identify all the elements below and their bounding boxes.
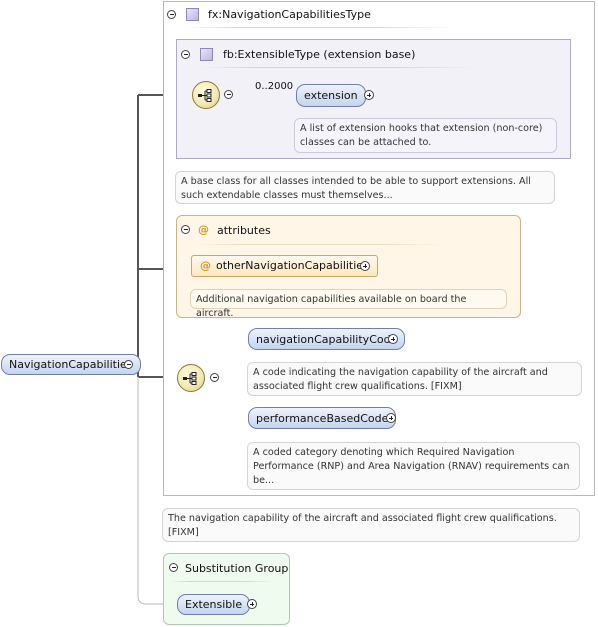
attribute-expand-icon[interactable] — [360, 261, 370, 271]
extension-base-divider — [198, 67, 478, 68]
type-title-divider — [185, 27, 455, 28]
substitution-group-divider — [170, 581, 275, 582]
element-extensible-label: Extensible — [185, 598, 243, 611]
attribute-documentation: Additional navigation capabilities avail… — [190, 289, 507, 319]
element-extension-label: extension — [304, 89, 358, 102]
attribute-othernavigationcapabilities[interactable]: @ otherNavigationCapabilities — [191, 255, 378, 277]
element-extension[interactable]: extension — [296, 84, 366, 107]
type-title: fx:NavigationCapabilitiesType — [208, 8, 371, 21]
sequence-compositor-icon[interactable] — [177, 364, 205, 392]
element-performancebasedcode-label: performanceBasedCode — [256, 412, 389, 425]
attributes-at-icon: @ — [198, 223, 209, 236]
occurrence-label: 0..2000 — [255, 81, 294, 92]
sequence-compositor-icon[interactable] — [192, 81, 220, 109]
sequence-collapse-icon[interactable] — [210, 373, 219, 382]
type-collapse-icon[interactable] — [167, 10, 176, 19]
extension-documentation-text: A list of extension hooks that extension… — [300, 123, 543, 148]
extension-base-documentation-text: A base class for all classes intended to… — [181, 176, 531, 201]
extensible-expand-icon[interactable] — [247, 599, 257, 609]
performancebasedcode-documentation-text: A coded category denoting which Required… — [253, 447, 570, 486]
attributes-divider — [196, 244, 446, 245]
extension-base-collapse-icon[interactable] — [181, 50, 190, 59]
extension-documentation: A list of extension hooks that extension… — [294, 118, 557, 153]
root-documentation: The navigation capability of the aircraf… — [162, 508, 580, 542]
navigationcapabilitycode-expand-icon[interactable] — [388, 334, 398, 344]
root-collapse-icon[interactable] — [124, 360, 133, 369]
navigationcapabilitycode-documentation-text: A code indicating the navigation capabil… — [253, 367, 548, 392]
root-documentation-text: The navigation capability of the aircraf… — [168, 513, 557, 538]
performancebasedcode-expand-icon[interactable] — [386, 413, 396, 423]
substitution-group-title: Substitution Group — [185, 562, 289, 575]
attributes-collapse-icon[interactable] — [181, 225, 190, 234]
extension-base-documentation: A base class for all classes intended to… — [175, 171, 555, 204]
performancebasedcode-documentation: A coded category denoting which Required… — [247, 442, 580, 490]
attribute-documentation-text: Additional navigation capabilities avail… — [196, 294, 467, 319]
substitution-group-collapse-icon[interactable] — [169, 563, 178, 572]
element-extensible[interactable]: Extensible — [177, 594, 251, 615]
sequence-collapse-icon[interactable] — [224, 90, 233, 99]
attributes-title: attributes — [217, 224, 271, 237]
root-element-label: NavigationCapabilities — [9, 358, 133, 371]
extension-expand-icon[interactable] — [364, 90, 374, 100]
element-navigationcapabilitycode[interactable]: navigationCapabilityCode — [248, 328, 406, 350]
root-element-navigationcapabilities[interactable]: NavigationCapabilities — [1, 354, 141, 375]
attribute-label: otherNavigationCapabilities — [216, 259, 369, 272]
attribute-at-icon: @ — [200, 259, 211, 272]
element-navigationcapabilitycode-label: navigationCapabilityCode — [256, 333, 398, 346]
complex-type-icon — [186, 8, 199, 21]
element-performancebasedcode[interactable]: performanceBasedCode — [248, 407, 397, 429]
navigationcapabilitycode-documentation: A code indicating the navigation capabil… — [247, 362, 582, 396]
extension-base-title: fb:ExtensibleType (extension base) — [223, 48, 416, 61]
extension-base-type-icon — [200, 48, 213, 61]
